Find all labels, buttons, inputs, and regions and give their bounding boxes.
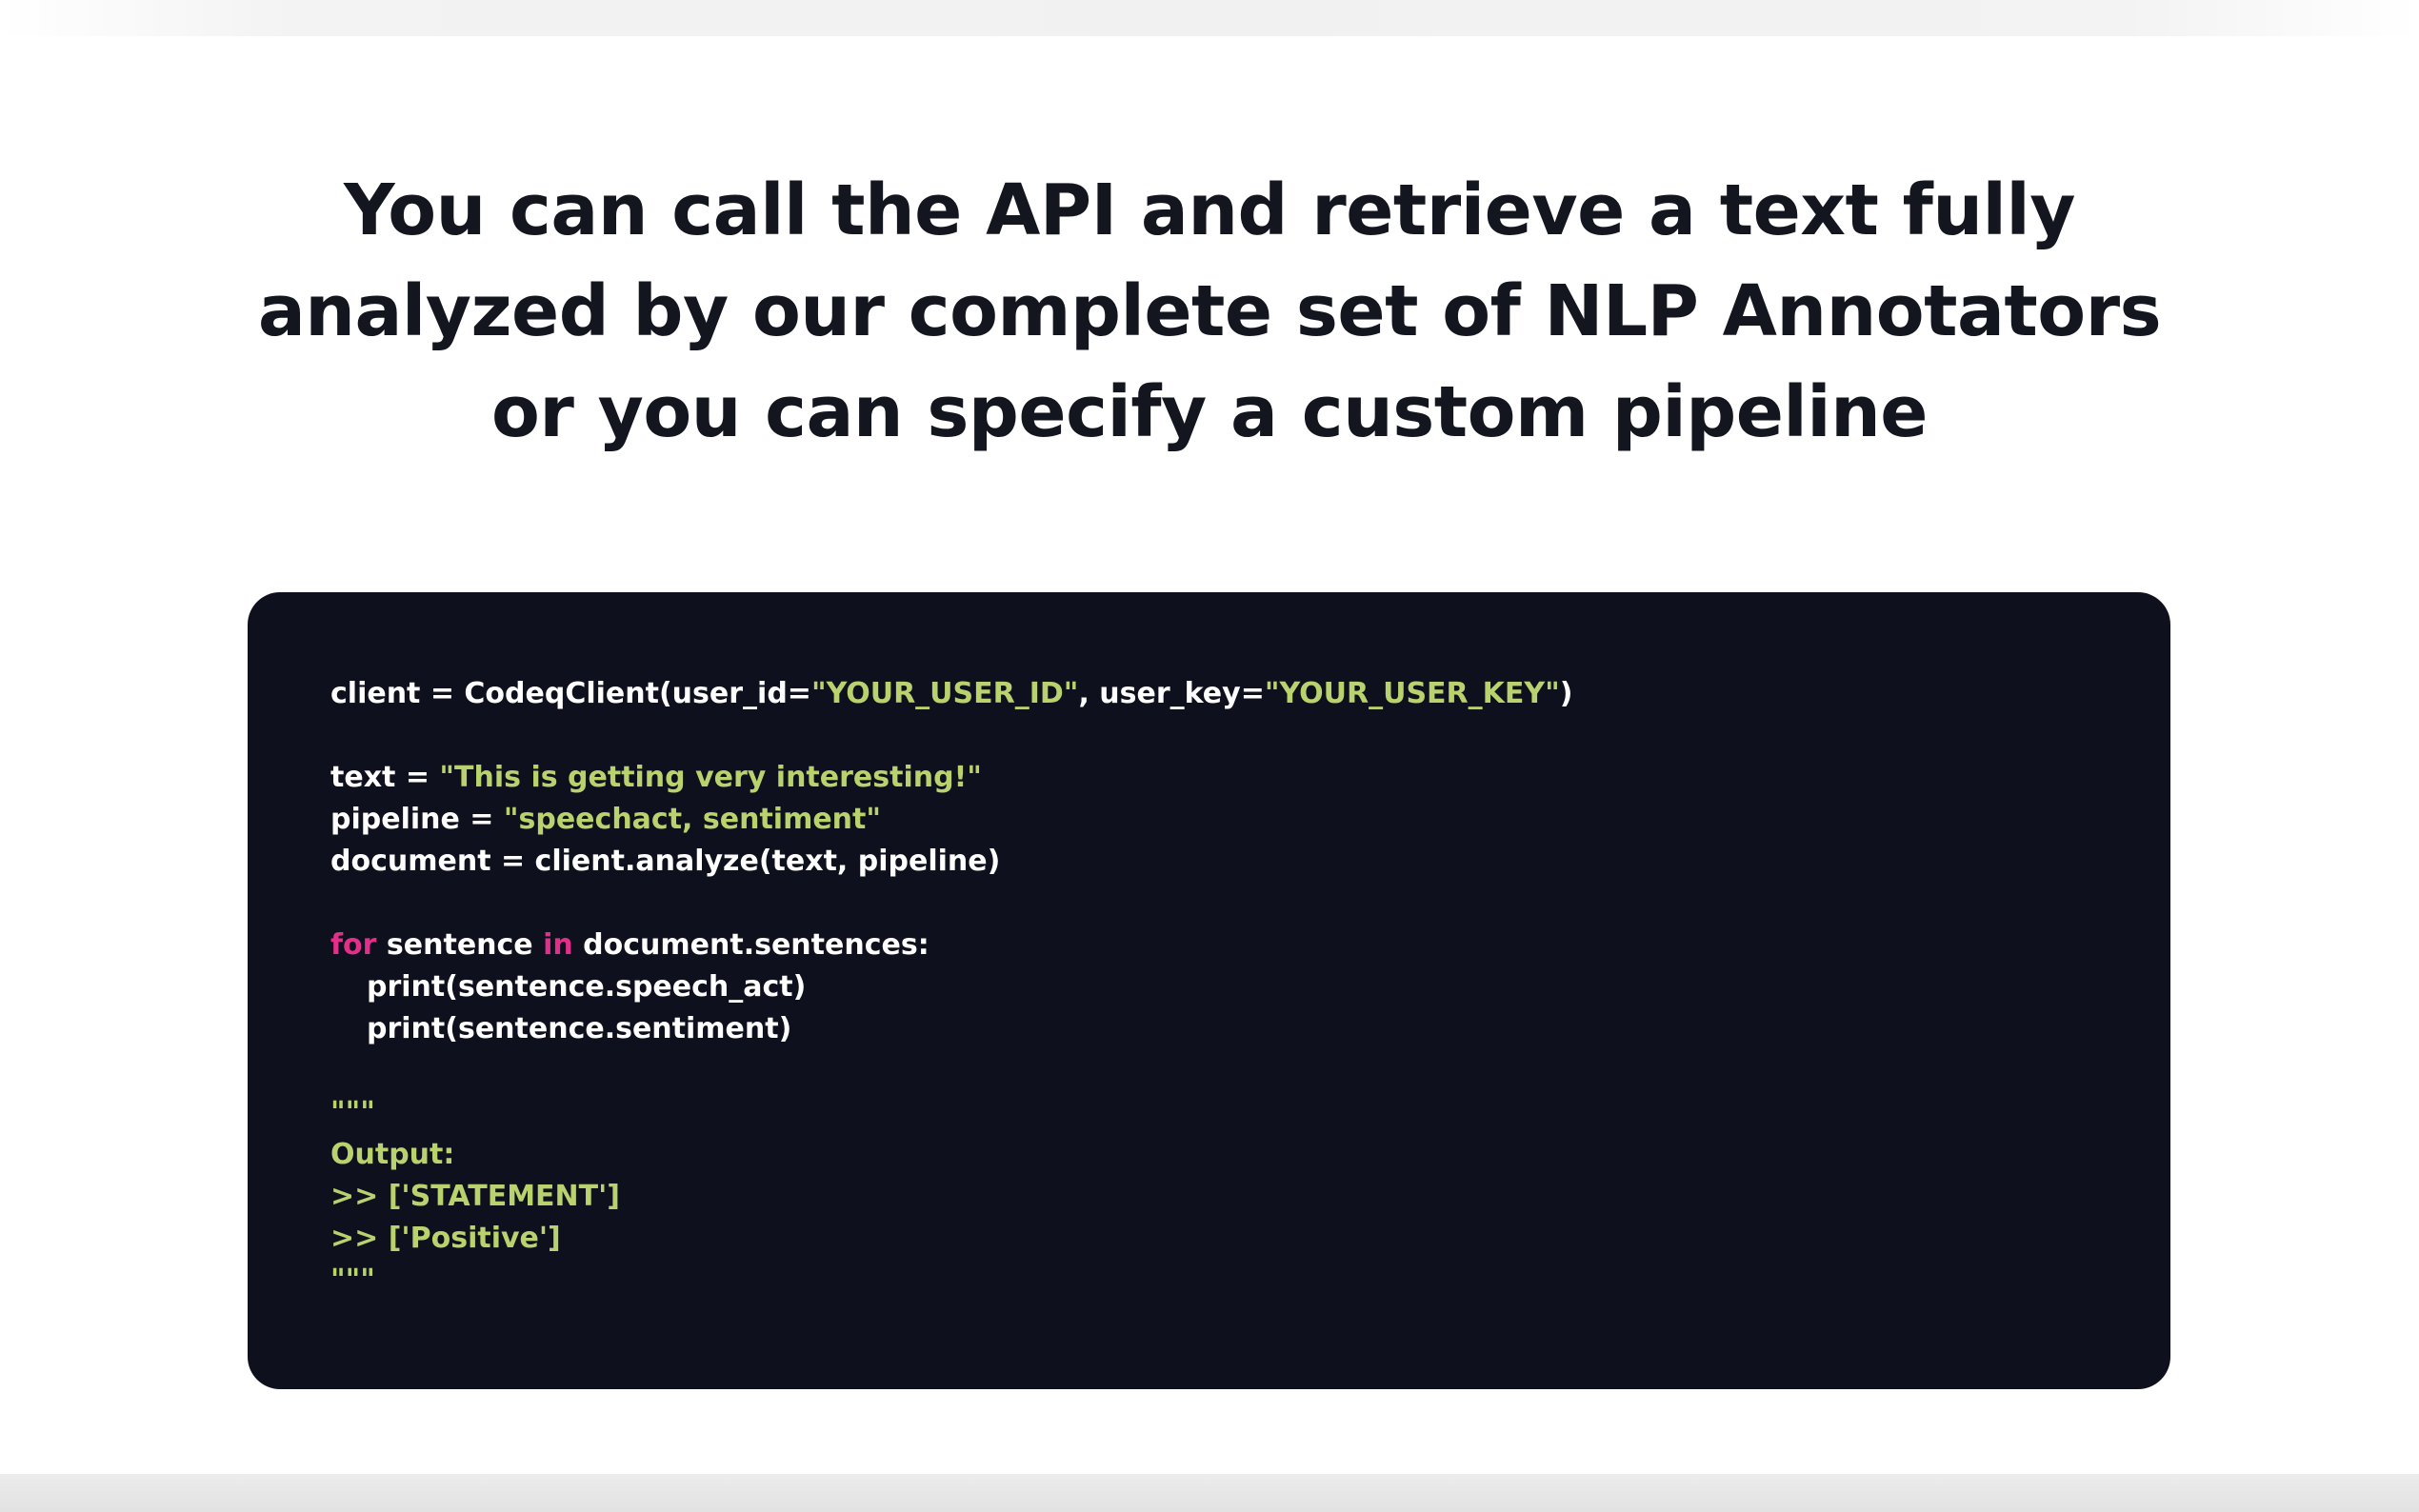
code-string: Output: <box>330 1138 455 1171</box>
code-output-statement: >> ['STATEMENT'] <box>330 1176 1572 1218</box>
headline-line-3: or you can specify a custom pipeline <box>491 371 1928 453</box>
code-token: print(sentence.speech_act) <box>367 970 807 1004</box>
bottom-shade <box>0 1474 2419 1512</box>
code-string: "YOUR_USER_KEY" <box>1264 677 1560 710</box>
code-token: client = CodeqClient(user_id= <box>330 677 811 710</box>
code-token: ) <box>1559 677 1573 710</box>
code-blank-line <box>330 1050 1572 1092</box>
code-line-print-sentiment: print(sentence.sentiment) <box>330 1008 1572 1050</box>
code-card: client = CodeqClient(user_id="YOUR_USER_… <box>248 592 2170 1389</box>
code-string: >> ['Positive'] <box>330 1222 561 1255</box>
code-line-text: text = "This is getting very interesting… <box>330 757 1572 799</box>
code-blank-line <box>330 715 1572 757</box>
code-line-print-speech-act: print(sentence.speech_act) <box>330 966 1572 1008</box>
code-docstring-close: """ <box>330 1260 1572 1302</box>
page-headline: You can call the API and retrieve a text… <box>238 160 2181 463</box>
code-token: print(sentence.sentiment) <box>367 1012 792 1045</box>
code-string: "speechact, sentiment" <box>503 803 881 836</box>
code-token: document = client.analyze(text, pipeline… <box>330 845 1001 878</box>
code-token: document.sentences: <box>572 928 930 962</box>
code-keyword: for <box>330 928 377 962</box>
code-token: , user_key= <box>1078 677 1265 710</box>
code-line-pipeline: pipeline = "speechact, sentiment" <box>330 799 1572 841</box>
headline-line-2: analyzed by our complete set of NLP Anno… <box>257 270 2162 352</box>
code-string: """ <box>330 1096 375 1129</box>
code-token: text = <box>330 761 440 794</box>
code-line-document: document = client.analyze(text, pipeline… <box>330 841 1572 883</box>
code-line-for: for sentence in document.sentences: <box>330 925 1572 966</box>
code-string: >> ['STATEMENT'] <box>330 1180 621 1213</box>
code-output-positive: >> ['Positive'] <box>330 1218 1572 1260</box>
code-keyword: in <box>543 928 573 962</box>
code-blank-line <box>330 883 1572 925</box>
code-token: sentence <box>376 928 544 962</box>
code-token: pipeline = <box>330 803 504 836</box>
code-docstring-open: """ <box>330 1092 1572 1134</box>
code-output-label: Output: <box>330 1134 1572 1176</box>
code-string: """ <box>330 1263 375 1297</box>
code-line-client: client = CodeqClient(user_id="YOUR_USER_… <box>330 673 1572 715</box>
code-string: "YOUR_USER_ID" <box>810 677 1079 710</box>
code-string: "This is getting very interesting!" <box>439 761 982 794</box>
code-block: client = CodeqClient(user_id="YOUR_USER_… <box>330 673 1572 1302</box>
top-shade <box>0 0 2419 36</box>
headline-line-1: You can call the API and retrieve a text… <box>343 169 2076 251</box>
